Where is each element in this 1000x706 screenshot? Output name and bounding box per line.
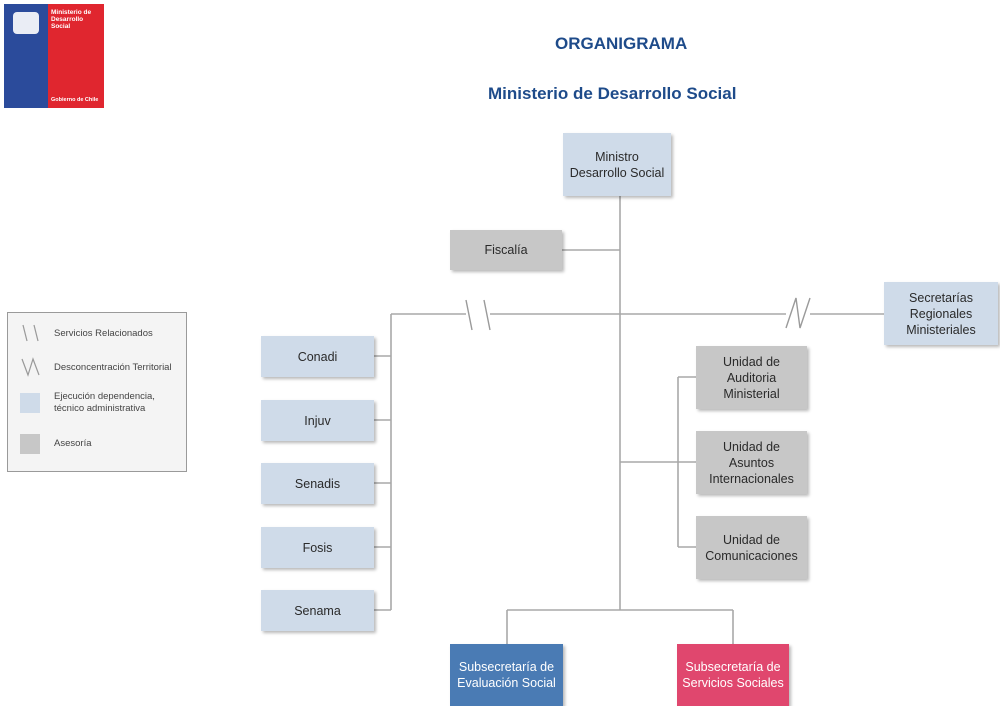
- zigzag-icon: [785, 297, 811, 329]
- legend-label-desconcentracion: Desconcentración Territorial: [54, 362, 172, 373]
- node-secretarias-label: Secretarías Regionales Ministeriales: [906, 290, 976, 337]
- zigzag-icon: [21, 357, 40, 377]
- legend: Servicios Relacionados Desconcentración …: [7, 312, 187, 472]
- node-senama-label: Senama: [294, 603, 341, 618]
- node-asuntos: Unidad de Asuntos Internacionales: [696, 431, 807, 494]
- node-senama: Senama: [261, 590, 374, 631]
- node-fosis: Fosis: [261, 527, 374, 568]
- node-ministro: Ministro Desarrollo Social: [563, 133, 671, 196]
- node-secretarias: Secretarías Regionales Ministeriales: [884, 282, 998, 345]
- coat-of-arms-icon: [13, 12, 39, 34]
- node-sub-servicios: Subsecretaría de Servicios Sociales: [677, 644, 789, 706]
- node-senadis: Senadis: [261, 463, 374, 504]
- node-fiscalia: Fiscalía: [450, 230, 562, 270]
- page-subtitle: Ministerio de Desarrollo Social: [488, 84, 737, 103]
- node-auditoria: Unidad de Auditoria Ministerial: [696, 346, 807, 409]
- node-injuv-label: Injuv: [304, 413, 331, 428]
- legend-swatch-light-blue: [20, 393, 40, 413]
- legend-label-asesoria: Asesoría: [54, 438, 92, 449]
- page-title: ORGANIGRAMA: [555, 34, 688, 53]
- node-fosis-label: Fosis: [302, 540, 333, 555]
- legend-swatch-grey: [20, 434, 40, 454]
- double-slash-icon: [22, 324, 39, 342]
- double-slash-icon: [465, 299, 473, 331]
- node-conadi-label: Conadi: [297, 349, 338, 364]
- ministry-logo: Ministerio de Desarrollo Social Gobierno…: [4, 4, 104, 108]
- node-comunicaciones-label: Unidad de Comunicaciones: [705, 532, 798, 563]
- node-sub-servicios-label: Subsecretaría de Servicios Sociales: [682, 660, 784, 690]
- node-sub-evaluacion-label: Subsecretaría de Evaluación Social: [457, 660, 556, 690]
- legend-label-servicios: Servicios Relacionados: [54, 328, 153, 339]
- node-auditoria-label: Unidad de Auditoria Ministerial: [723, 354, 780, 401]
- node-comunicaciones: Unidad de Comunicaciones: [696, 516, 807, 579]
- node-senadis-label: Senadis: [294, 476, 341, 491]
- node-sub-evaluacion: Subsecretaría de Evaluación Social: [450, 644, 563, 706]
- legend-label-ejecucion: Ejecución dependencia, técnico administr…: [54, 391, 155, 414]
- node-injuv: Injuv: [261, 400, 374, 441]
- logo-ministry-text: Ministerio de Desarrollo Social: [51, 9, 92, 30]
- node-asuntos-label: Unidad de Asuntos Internacionales: [709, 439, 794, 486]
- node-conadi: Conadi: [261, 336, 374, 377]
- node-fiscalia-label: Fiscalía: [484, 243, 528, 257]
- logo-government-text: Gobierno de Chile: [51, 97, 99, 103]
- node-ministro-label: Ministro Desarrollo Social: [569, 149, 665, 180]
